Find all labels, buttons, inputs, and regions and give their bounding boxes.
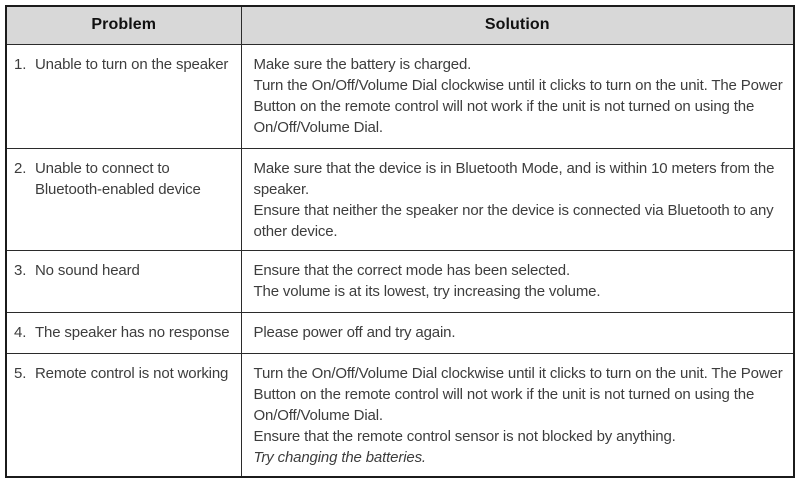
solution-cell: Turn the On/Off/Volume Dial clockwise un… — [240, 352, 795, 478]
problem-text: Bluetooth-enabled device — [35, 180, 201, 198]
solution-text: Ensure that the correct mode has been se… — [253, 261, 571, 279]
problem-text: No sound heard — [35, 261, 140, 279]
solution-column-header: Solution — [240, 5, 795, 45]
problem-column-header: Problem — [5, 5, 242, 45]
solution-text: Turn the On/Off/Volume Dial clockwise un… — [253, 364, 783, 424]
solution-cell: Please power off and try again. — [240, 311, 795, 354]
problem-number: 5. — [14, 364, 27, 382]
problem-cell: 2. Unable to connect to Bluetooth-enable… — [5, 147, 242, 251]
problem-cell: 3. No sound heard — [5, 249, 242, 313]
solution-text: Please power off and try again. — [253, 323, 456, 341]
table-row: 5. Remote control is not working Turn th… — [5, 352, 795, 478]
problem-cell: 4. The speaker has no response — [5, 311, 242, 354]
solution-text-italic: Try changing the batteries. — [253, 448, 427, 466]
problem-number: 3. — [14, 261, 27, 279]
solution-cell: Make sure the battery is charged. Turn t… — [240, 43, 795, 149]
problem-text: Unable to connect to — [35, 159, 170, 177]
solution-text: Make sure that the device is in Bluetoot… — [253, 159, 775, 198]
solution-text: Turn the On/Off/Volume Dial clockwise un… — [253, 76, 783, 136]
problem-number: 1. — [14, 55, 27, 73]
solution-text: The volume is at its lowest, try increas… — [253, 282, 601, 300]
problem-text: Unable to turn on the speaker — [35, 55, 229, 73]
solution-text: Ensure that the remote control sensor is… — [253, 427, 676, 445]
solution-cell: Ensure that the correct mode has been se… — [240, 249, 795, 313]
troubleshooting-table: Problem Solution 1. Unable to turn on th… — [5, 5, 795, 478]
table-row: 1. Unable to turn on the speaker Make su… — [5, 43, 795, 149]
solution-text: Ensure that neither the speaker nor the … — [253, 201, 774, 240]
solution-cell: Make sure that the device is in Bluetoot… — [240, 147, 795, 251]
table-header-row: Problem Solution — [5, 5, 795, 45]
table-row: 4. The speaker has no response Please po… — [5, 311, 795, 354]
solution-text: Make sure the battery is charged. — [253, 55, 472, 73]
table-row: 3. No sound heard Ensure that the correc… — [5, 249, 795, 313]
problem-cell: 1. Unable to turn on the speaker — [5, 43, 242, 149]
problem-text: Remote control is not working — [35, 364, 229, 382]
problem-number: 4. — [14, 323, 27, 341]
problem-text: The speaker has no response — [35, 323, 230, 341]
table-row: 2. Unable to connect to Bluetooth-enable… — [5, 147, 795, 251]
problem-number: 2. — [14, 159, 27, 177]
problem-cell: 5. Remote control is not working — [5, 352, 242, 478]
